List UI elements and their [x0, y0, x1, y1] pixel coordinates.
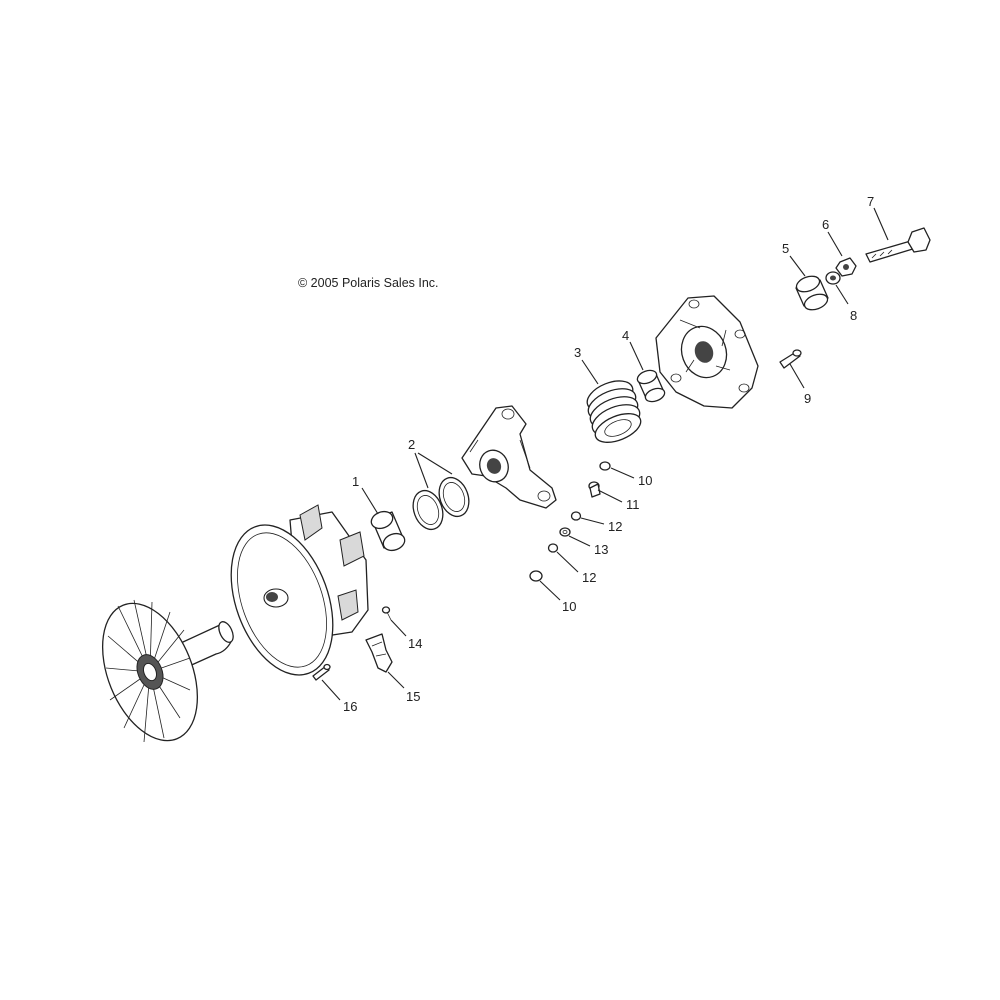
callout-5: 5 [782, 241, 789, 256]
callout-1: 1 [352, 474, 359, 489]
part-12-washer-bottom [547, 543, 559, 553]
part-13-clip [559, 527, 571, 537]
moveable-sheave [230, 504, 369, 676]
callout-9: 9 [804, 391, 811, 406]
part-11-pin [588, 481, 601, 498]
part-2-washers [412, 476, 470, 531]
part-14-screw [381, 606, 392, 621]
callout-16: 16 [343, 699, 357, 714]
callout-14: 14 [408, 636, 422, 651]
callout-15: 15 [406, 689, 420, 704]
part-9-pin [779, 349, 802, 369]
callout-4: 4 [622, 328, 629, 343]
part-12-washer-top [570, 511, 582, 521]
part-8-washer [825, 271, 841, 285]
part-7-bolt [865, 227, 931, 263]
part-6-nut [835, 257, 857, 277]
callout-10-top: 10 [638, 473, 652, 488]
fixed-sheave-fan [101, 599, 234, 743]
callout-8: 8 [850, 308, 857, 323]
part-10-roller-bottom [529, 570, 543, 582]
callout-3: 3 [574, 345, 581, 360]
callout-7: 7 [867, 194, 874, 209]
callout-6: 6 [822, 217, 829, 232]
spider [461, 405, 557, 509]
callout-13: 13 [594, 542, 608, 557]
callout-10-bottom: 10 [562, 599, 576, 614]
callout-12-top: 12 [608, 519, 622, 534]
part-1-bushing [370, 510, 406, 552]
callout-2: 2 [408, 437, 415, 452]
leader-lines [321, 207, 889, 701]
part-16-pin [312, 663, 331, 681]
callout-11: 11 [626, 497, 640, 512]
callout-12-bottom: 12 [582, 570, 596, 585]
clutch-cover [655, 295, 759, 409]
part-15-weight [365, 633, 393, 673]
callout-labels: 1 2 3 4 5 6 7 8 9 10 11 12 13 12 10 14 1… [343, 194, 874, 714]
part-4-bushing [636, 369, 666, 403]
copyright-text: © 2005 Polaris Sales Inc. [298, 276, 439, 290]
part-5-bushing [795, 275, 829, 311]
part-3-spring [586, 380, 642, 443]
part-10-roller-top [599, 461, 611, 471]
